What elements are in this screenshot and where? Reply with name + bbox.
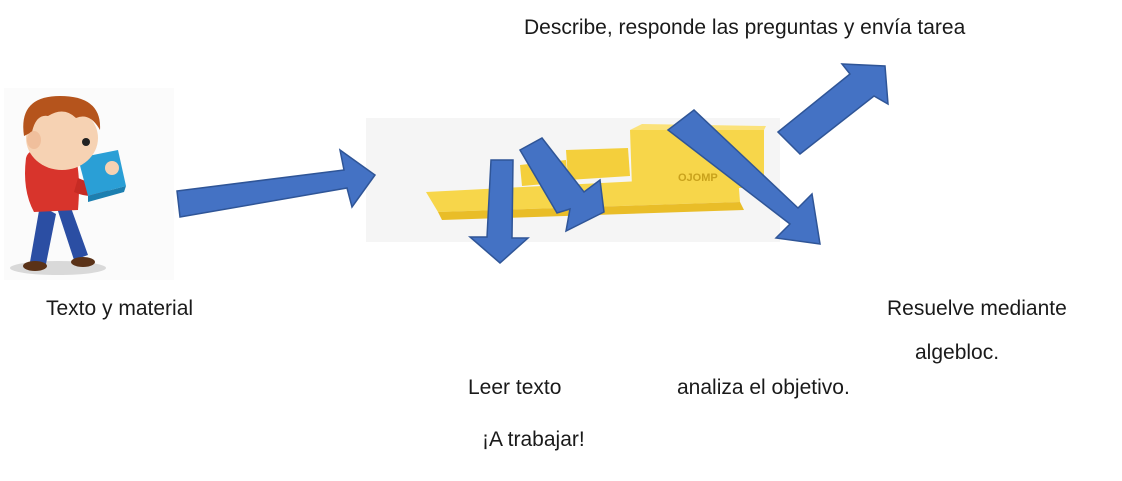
label-a-trabajar: ¡A trabajar! — [482, 428, 585, 451]
label-texto-material: Texto y material — [46, 297, 194, 320]
arrow-down-leer — [467, 159, 530, 264]
label-leer-texto: Leer texto — [468, 376, 562, 399]
arrow-right — [176, 148, 377, 218]
label-analiza: analiza el objetivo. — [677, 376, 850, 399]
podium-text: OJOMP — [678, 172, 718, 184]
arrow-down-analiza — [518, 137, 605, 233]
arrow-up-describe — [776, 63, 889, 156]
label-describe: Describe, responde las preguntas y envía… — [524, 16, 966, 39]
label-resuelve-line2: algebloc. — [915, 341, 1000, 364]
label-resuelve-line1: Resuelve mediante — [887, 297, 1067, 320]
arrow-down-resuelve — [666, 109, 821, 245]
boy-reading-icon — [4, 88, 174, 280]
